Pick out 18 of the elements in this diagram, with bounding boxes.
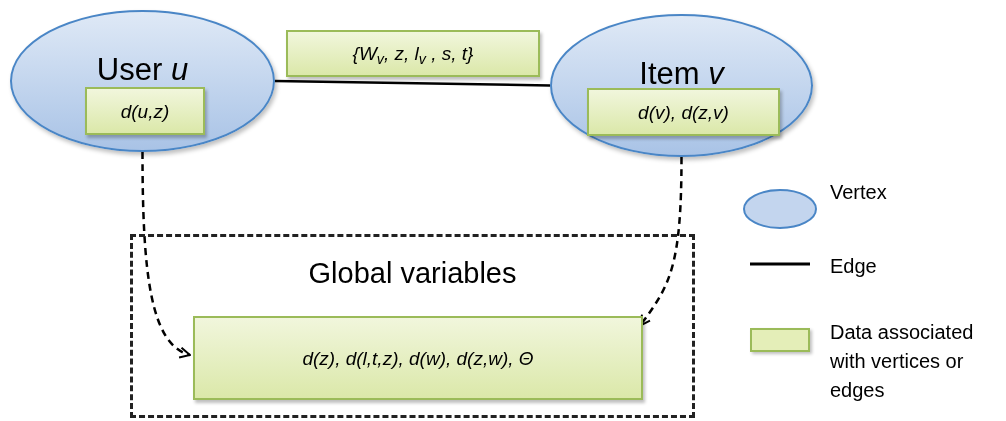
data-box xyxy=(587,88,780,136)
vertex-label: Item v xyxy=(639,58,724,89)
data-label: d(z), d(l,t,z), d(w), d(z,w), Θ xyxy=(302,348,534,368)
vertex-label: User u xyxy=(96,54,189,85)
legend-label: Edge xyxy=(830,254,878,279)
data-box xyxy=(286,30,540,77)
data-label: d(u,z) xyxy=(120,101,170,121)
group-title: Global variables xyxy=(308,259,517,288)
legend-label: Data associated with vertices or edges xyxy=(830,320,975,403)
dashed-group-box xyxy=(130,234,695,418)
data-label: d(v), d(z,v) xyxy=(638,102,729,122)
dashed-arrow xyxy=(639,157,683,327)
data-box xyxy=(85,87,205,135)
dashed-arrow xyxy=(141,152,191,357)
legend-label: Vertex xyxy=(830,180,888,205)
data-label: {W$_{v}$, z, l$_{v}$ , s, t} xyxy=(352,44,474,63)
data-box xyxy=(193,316,643,400)
edge-line xyxy=(274,79,551,87)
